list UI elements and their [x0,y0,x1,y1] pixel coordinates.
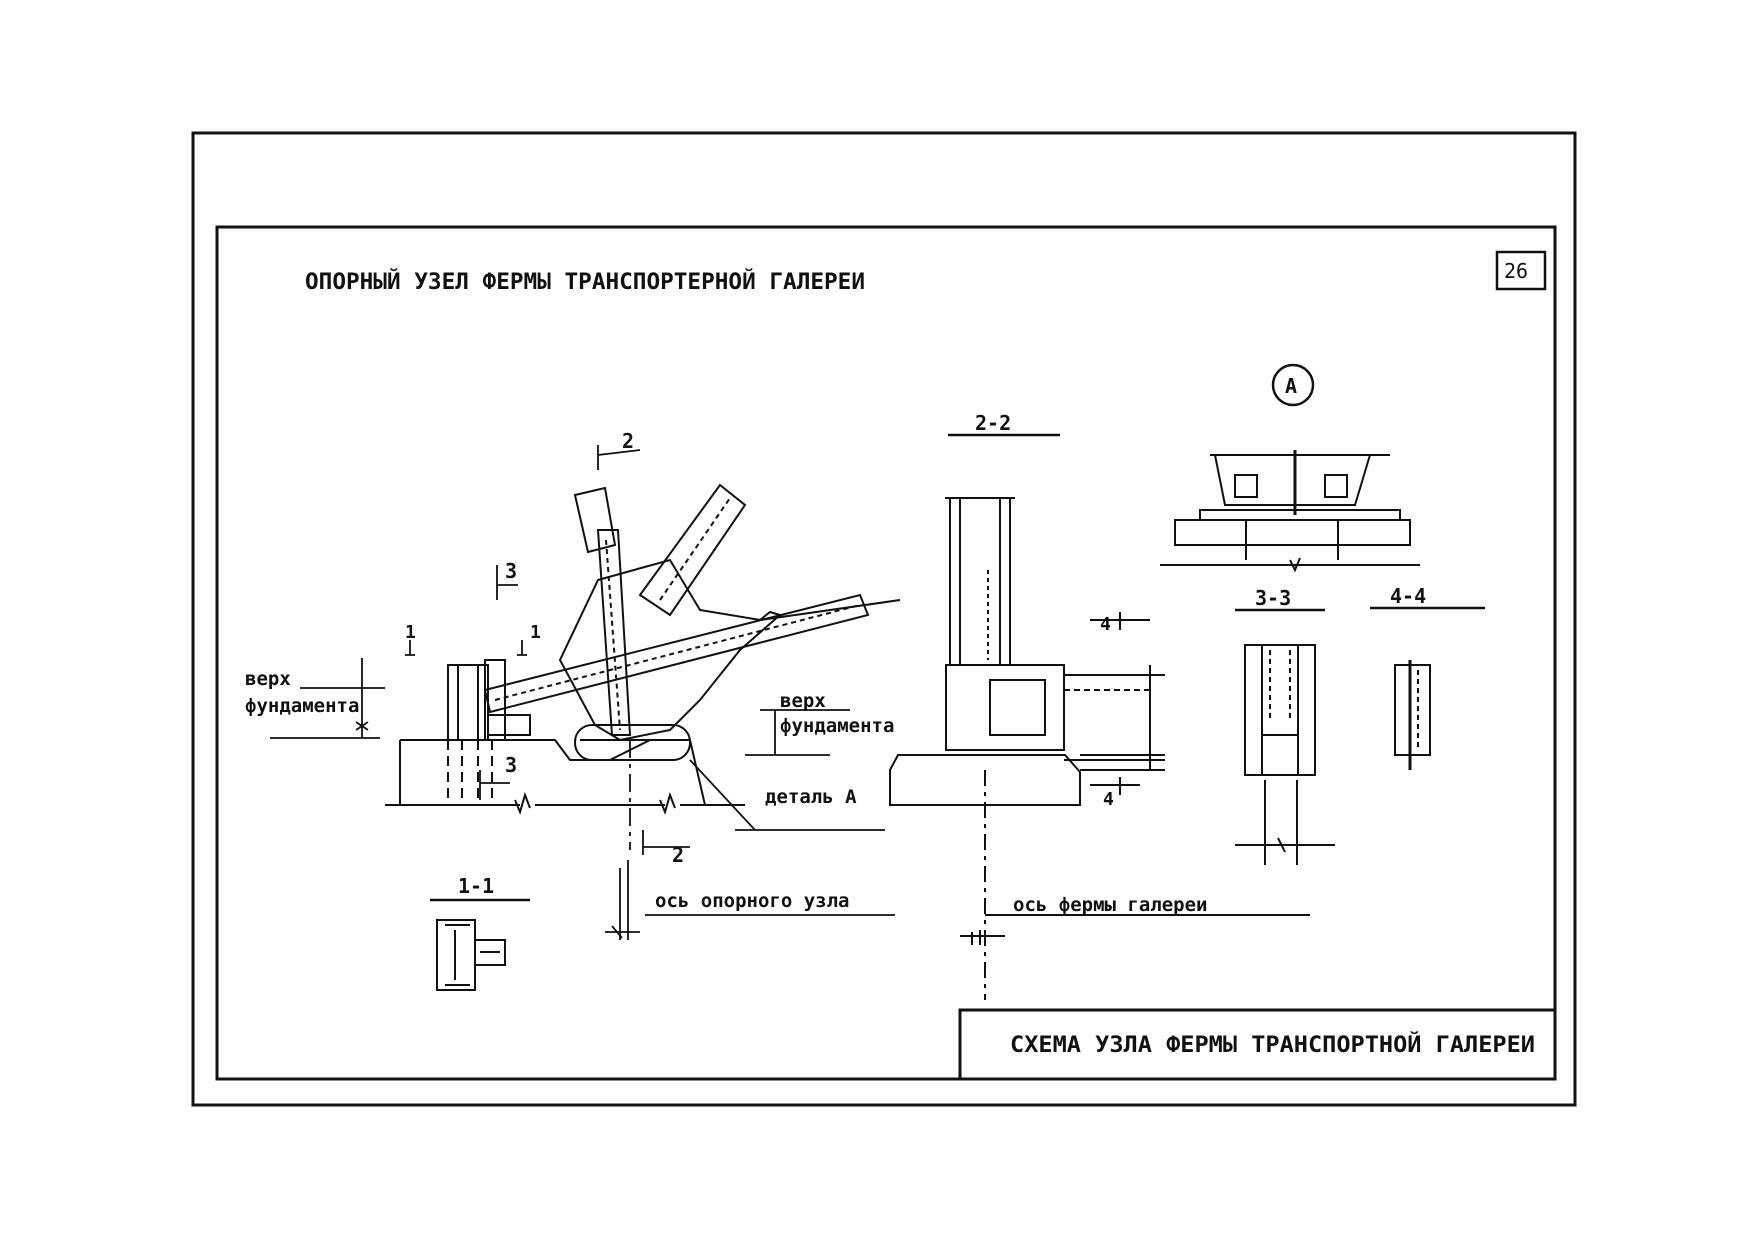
detail-a-view [1160,363,1420,573]
detail-a-marker: А [1285,374,1297,398]
section-title-1-1: 1-1 [458,874,494,898]
section-3-3 [1235,608,1335,865]
label-detail-a: деталь А [765,786,857,808]
label-gallery-truss-axis: ось фермы галереи [1013,894,1207,916]
section-title-4-4: 4-4 [1390,584,1426,608]
main-node-view [385,483,901,815]
section-mark-2-top: 2 [622,429,634,453]
section-mark-3-top: 3 [505,559,517,583]
label-top-of-foundation-left-1: верх [245,668,291,690]
section-title-3-3: 3-3 [1255,586,1291,610]
section-mark-4-bottom: 4 [1103,789,1114,810]
page-number: 26 [1504,259,1528,283]
section-mark-3-bottom: 3 [505,753,517,777]
page-number-box [1495,250,1547,291]
section-mark-1-left: 1 [405,622,416,643]
stamp-box [958,1008,1557,1081]
label-top-of-foundation-left-2: фундамента [245,695,359,717]
label-top-of-foundation-right-1: верх [780,690,826,712]
main-view-dimensions [270,445,895,940]
inner-frame [215,225,1557,1081]
section-mark-4-top: 4 [1100,614,1111,635]
label-support-node-axis: ось опорного узла [655,890,849,912]
label-top-of-foundation-right-2: фундамента [780,715,894,737]
section-1-1 [430,898,530,991]
section-mark-2-bottom: 2 [672,843,684,867]
stamp-title: СХЕМА УЗЛА ФЕРМЫ ТРАНСПОРТНОЙ ГАЛЕРЕИ [1010,1032,1535,1058]
outer-frame [191,131,1577,1107]
section-2-2 [889,433,1310,1000]
section-4-4 [1370,606,1485,770]
section-mark-1-right: 1 [530,622,541,643]
section-title-2-2: 2-2 [975,411,1011,435]
sheet-title: ОПОРНЫЙ УЗЕЛ ФЕРМЫ ТРАНСПОРТЕРНОЙ ГАЛЕРЕ… [305,269,865,295]
